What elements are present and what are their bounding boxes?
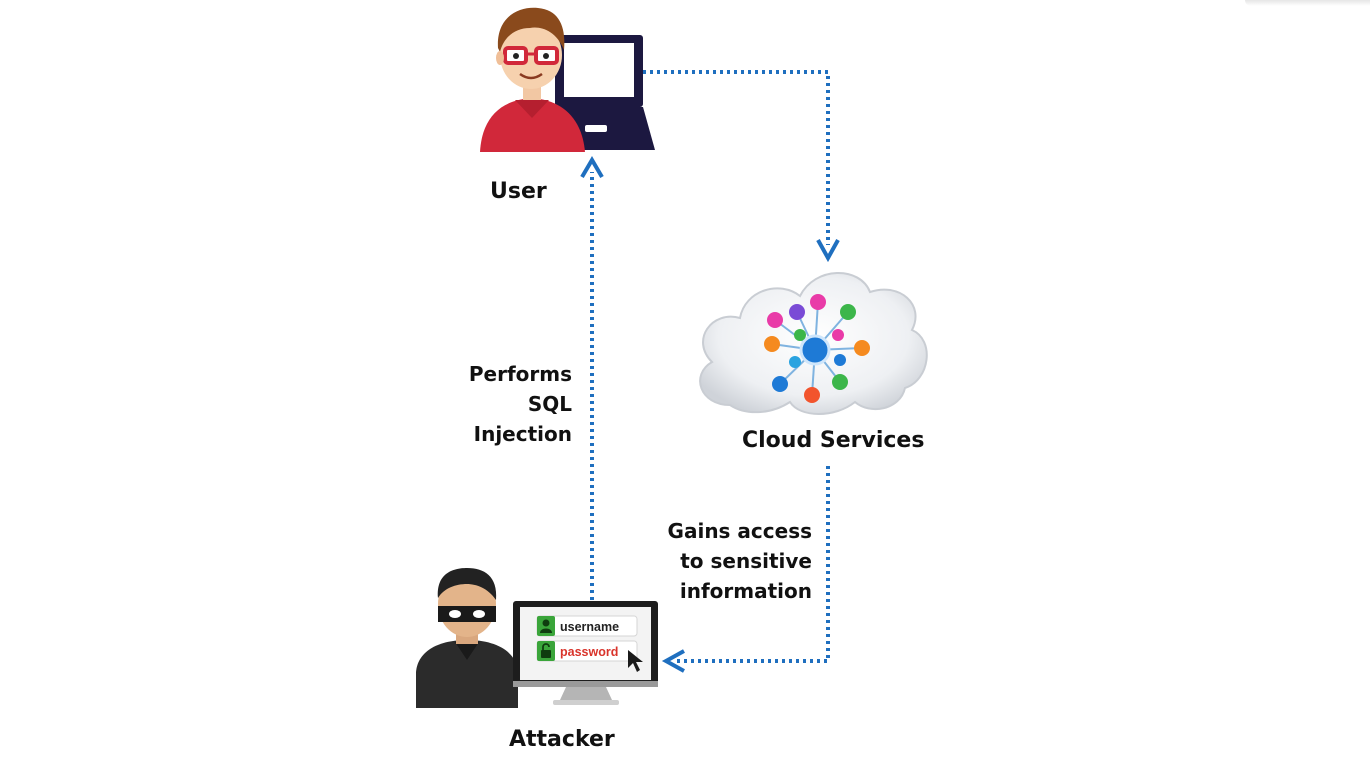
- cloud-icon: [699, 272, 928, 415]
- edge-label-gains-access: Gains access to sensitive information: [660, 516, 812, 606]
- edge-label-line: information: [679, 579, 812, 603]
- edge-label-line: Injection: [473, 422, 572, 446]
- password-field: [536, 640, 638, 662]
- arrowhead-left-icon: [661, 649, 685, 673]
- arrowhead-down-icon: [816, 239, 840, 263]
- user-avatar-icon: [480, 7, 585, 152]
- window-shadow: [1245, 0, 1370, 6]
- edge-label-sql-injection: Performs SQL Injection: [440, 359, 572, 449]
- username-text: username: [560, 620, 619, 634]
- password-text: password: [560, 645, 618, 659]
- cursor-icon: [628, 650, 643, 672]
- edge-user-to-cloud: [643, 70, 830, 245]
- edge-label-line: Performs: [468, 362, 572, 386]
- edge-cloud-to-attacker: [676, 466, 830, 663]
- attacker-avatar-icon: [416, 568, 518, 708]
- edge-label-line: Gains access: [667, 519, 812, 543]
- edge-label-line: to sensitive: [680, 549, 812, 573]
- arrowhead-up-icon: [580, 156, 604, 179]
- node-label-user: User: [490, 179, 547, 204]
- edge-label-line: SQL: [527, 392, 572, 416]
- node-label-attacker: Attacker: [509, 727, 615, 752]
- node-label-cloud-services: Cloud Services: [742, 428, 925, 453]
- username-field: [536, 615, 638, 637]
